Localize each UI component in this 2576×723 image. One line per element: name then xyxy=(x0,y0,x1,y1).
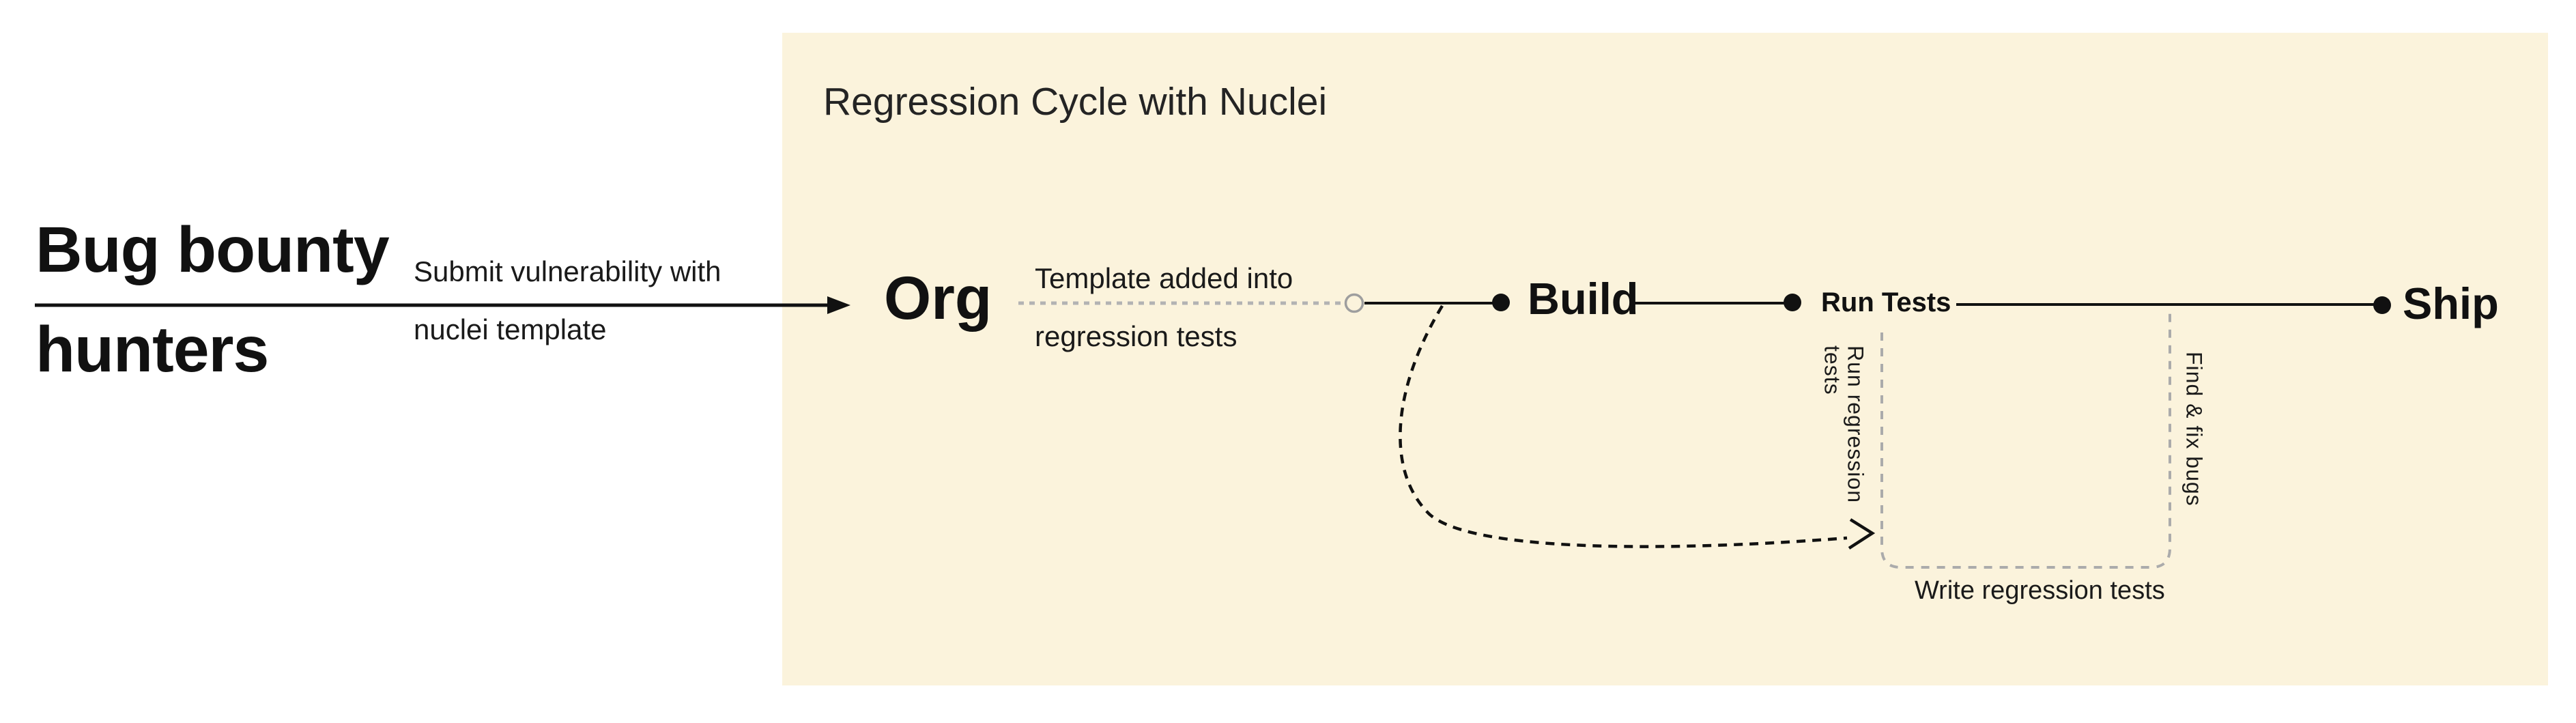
node-org: Org xyxy=(884,264,992,332)
template-label-line2: regression tests xyxy=(1035,320,1237,352)
submit-arrowhead-icon xyxy=(827,296,850,314)
ship-node-dot-icon xyxy=(2373,296,2391,314)
actor-heading-line2: hunters xyxy=(35,313,269,386)
regression-loop-bracket xyxy=(1880,309,2171,569)
node-build: Build xyxy=(1528,274,1639,324)
regression-cycle-panel xyxy=(782,33,2548,685)
node-ship: Ship xyxy=(2403,279,2499,328)
write-regression-tests-label: Write regression tests xyxy=(1915,576,2165,605)
run-regression-vertical-label-line2: tests xyxy=(1820,345,1845,395)
node-run-tests: Run Tests xyxy=(1821,287,1951,317)
submit-arrow-label-line2: nuclei template xyxy=(414,313,607,345)
build-node-dot-icon xyxy=(1492,294,1510,311)
feedback-dashed-curve xyxy=(1399,304,1848,548)
panel-title: Regression Cycle with Nuclei xyxy=(823,80,1328,124)
template-label-line1: Template added into xyxy=(1035,262,1293,294)
run-regression-vertical-label-line1: Run regression xyxy=(1843,345,1868,503)
actor-heading-line1: Bug bounty xyxy=(35,214,390,286)
runtests-node-dot-icon xyxy=(1784,294,1801,311)
find-fix-bugs-vertical-label: Find & fix bugs xyxy=(2181,352,2207,507)
template-milestone-circle-icon xyxy=(1344,293,1364,313)
submit-arrow-label-line1: Submit vulnerability with xyxy=(414,255,721,287)
feedback-arrowhead-icon xyxy=(1848,518,1876,550)
